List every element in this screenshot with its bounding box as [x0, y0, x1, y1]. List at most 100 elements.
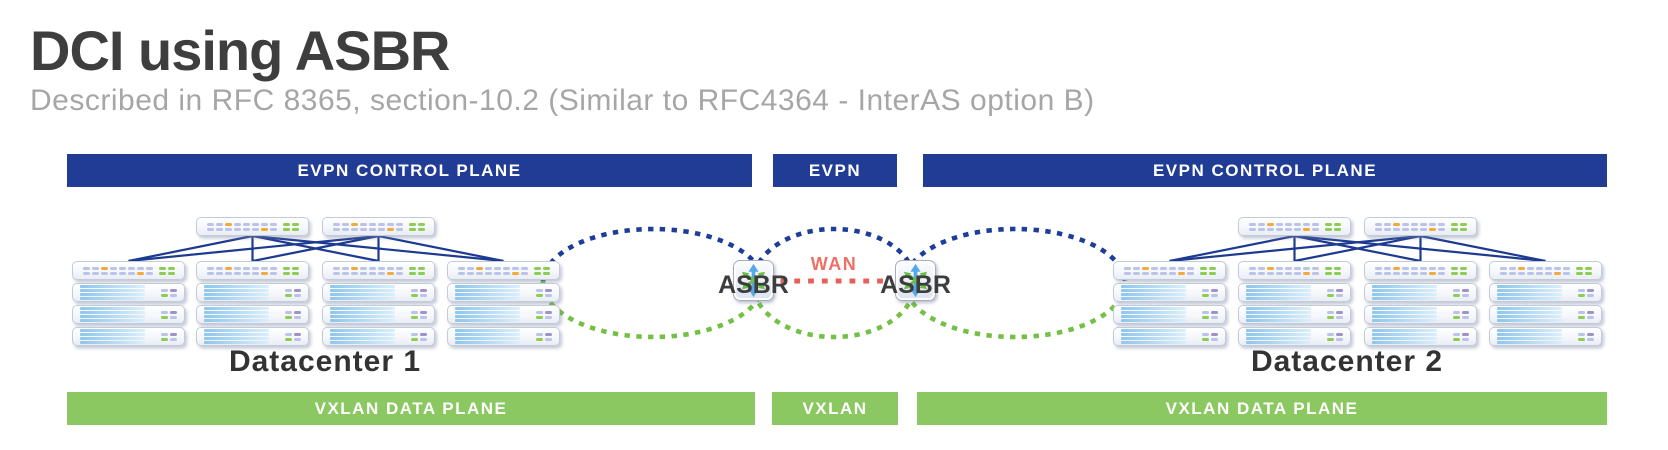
port-led: [242, 271, 250, 275]
port-led: [1450, 227, 1458, 231]
port-led: [1168, 271, 1176, 275]
port-led: [1333, 222, 1341, 226]
server-stripe: [330, 311, 395, 314]
spine-switch-icon: [1238, 217, 1351, 236]
server-stripe: [204, 341, 269, 344]
switch-ports: [457, 266, 550, 275]
server-led: [161, 315, 168, 319]
server-device-icon: [1113, 305, 1226, 324]
port-led: [1374, 227, 1382, 231]
server-leds: [536, 310, 552, 319]
port-row: [457, 266, 550, 270]
port-led: [350, 222, 358, 226]
server-stripe: [80, 307, 145, 310]
port-led: [332, 271, 340, 275]
server-led: [420, 332, 427, 336]
server-led: [1327, 315, 1334, 319]
port-led: [145, 271, 153, 275]
server-led: [1462, 337, 1469, 341]
server-stripe: [455, 285, 520, 288]
server-stripe: [1497, 337, 1562, 340]
port-led: [1553, 271, 1561, 275]
port-led: [1248, 222, 1256, 226]
server-stripe: [1497, 307, 1562, 310]
server-led: [1327, 293, 1334, 297]
port-led: [408, 266, 416, 270]
server-stripe: [1246, 319, 1311, 322]
port-led: [1208, 266, 1216, 270]
port-led: [282, 222, 290, 226]
port-led: [511, 271, 519, 275]
port-led: [1324, 271, 1332, 275]
port-led: [1284, 227, 1292, 231]
server-led: [1453, 332, 1460, 336]
server-stripes: [197, 306, 285, 323]
server-stripe: [1372, 285, 1437, 288]
plane-bar-label: EVPN: [808, 160, 862, 180]
server-stripe: [1497, 329, 1562, 332]
port-led: [493, 271, 501, 275]
server-led: [1462, 332, 1469, 336]
server-stripes: [1490, 284, 1578, 301]
server-led: [1453, 315, 1460, 319]
port-led: [341, 271, 349, 275]
port-led: [1383, 266, 1391, 270]
port-led: [502, 271, 510, 275]
server-led: [161, 293, 168, 297]
server-led: [545, 288, 552, 292]
server-stripes: [1239, 306, 1327, 323]
port-led: [1383, 227, 1391, 231]
server-led: [170, 288, 177, 292]
server-stripe: [1121, 307, 1186, 310]
server-device-icon: [196, 305, 309, 324]
port-led: [260, 271, 268, 275]
port-led: [1517, 271, 1525, 275]
server-stripe: [1246, 289, 1311, 292]
server-device-icon: [72, 305, 185, 324]
server-device-icon: [1113, 327, 1226, 346]
leaf-switch-icon: [1113, 261, 1226, 280]
port-led: [341, 266, 349, 270]
server-stripe: [1121, 315, 1186, 318]
port-row: [82, 271, 175, 275]
port-led: [167, 266, 175, 270]
server-led: [1327, 337, 1334, 341]
port-led: [475, 266, 483, 270]
port-led: [291, 222, 299, 226]
port-row: [206, 266, 299, 270]
port-led: [215, 266, 223, 270]
server-stripe: [1372, 289, 1437, 292]
spine-leaf-link: [1169, 234, 1421, 263]
server-stripe: [80, 285, 145, 288]
port-led: [1141, 266, 1149, 270]
vxlan-dotted-arc: [750, 280, 918, 340]
server-device-icon: [447, 327, 560, 346]
port-led: [224, 222, 232, 226]
server-stripe: [455, 341, 520, 344]
spine-leaf-link: [1294, 234, 1421, 263]
server-stripes: [73, 328, 161, 345]
server-stripe: [1121, 341, 1186, 344]
port-led: [1392, 227, 1400, 231]
port-led: [206, 271, 214, 275]
server-stripe: [1246, 329, 1311, 332]
port-led: [493, 266, 501, 270]
server-led: [420, 315, 427, 319]
port-led: [520, 271, 528, 275]
port-led: [1293, 271, 1301, 275]
server-leds: [1202, 332, 1218, 341]
server-stripes: [1490, 328, 1578, 345]
server-led: [1587, 337, 1594, 341]
server-led: [1587, 288, 1594, 292]
port-row: [1248, 222, 1341, 226]
server-led: [1587, 332, 1594, 336]
port-led: [1401, 222, 1409, 226]
server-led: [1462, 288, 1469, 292]
server-leds: [1453, 310, 1469, 319]
port-led: [100, 271, 108, 275]
port-led: [1311, 266, 1319, 270]
server-stripe: [1372, 337, 1437, 340]
asbr-label: ASBR: [880, 271, 951, 299]
port-led: [1284, 222, 1292, 226]
server-led: [545, 310, 552, 314]
